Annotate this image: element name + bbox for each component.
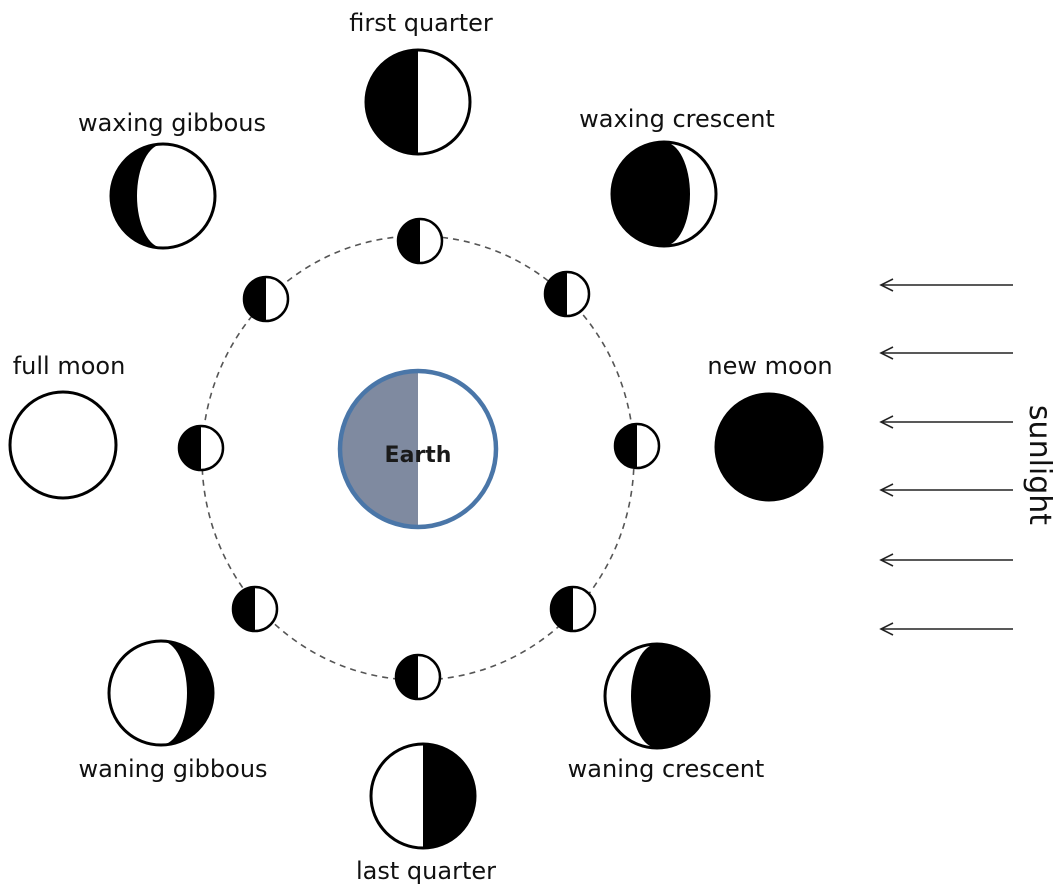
- new-moon: [714, 392, 824, 502]
- waning-crescent-moon: [603, 642, 711, 750]
- full-moon: [8, 390, 118, 500]
- waning-crescent-label: waning crescent: [568, 755, 765, 783]
- orbit-moon: [231, 585, 279, 633]
- sunlight-arrow: [879, 346, 1013, 360]
- new-moon-label: new moon: [707, 352, 832, 380]
- waxing-crescent-moon: [610, 140, 718, 248]
- sunlight-arrow: [879, 483, 1013, 497]
- orbit-moon: [396, 217, 444, 265]
- earth: Earth: [337, 368, 499, 530]
- first-quarter-moon: [364, 48, 472, 156]
- waning-gibbous-moon: [107, 639, 215, 747]
- orbit-moon: [549, 585, 597, 633]
- full-moon-label: full moon: [13, 352, 126, 380]
- orbit-moon: [613, 422, 661, 470]
- sunlight-arrow: [879, 553, 1013, 567]
- orbit-moon: [543, 270, 591, 318]
- orbit-moon: [242, 275, 290, 323]
- sunlight-arrow: [879, 278, 1013, 292]
- last-quarter-moon: [369, 742, 477, 850]
- waxing-crescent-label: waxing crescent: [579, 105, 775, 133]
- waning-gibbous-label: waning gibbous: [78, 755, 267, 783]
- earth-label: Earth: [385, 443, 452, 468]
- last-quarter-label: last quarter: [356, 857, 496, 885]
- waxing-gibbous-moon: [109, 142, 217, 250]
- sunlight-arrow: [879, 622, 1013, 636]
- sunlight-arrow: [879, 415, 1013, 429]
- sunlight-arrows: [879, 278, 1013, 636]
- first-quarter-label: first quarter: [349, 9, 493, 37]
- orbit-moons: [177, 217, 661, 701]
- orbit-moon: [177, 424, 225, 472]
- sunlight-label: sunlight: [1022, 405, 1057, 525]
- waxing-gibbous-label: waxing gibbous: [78, 109, 266, 137]
- orbit-moon: [394, 653, 442, 701]
